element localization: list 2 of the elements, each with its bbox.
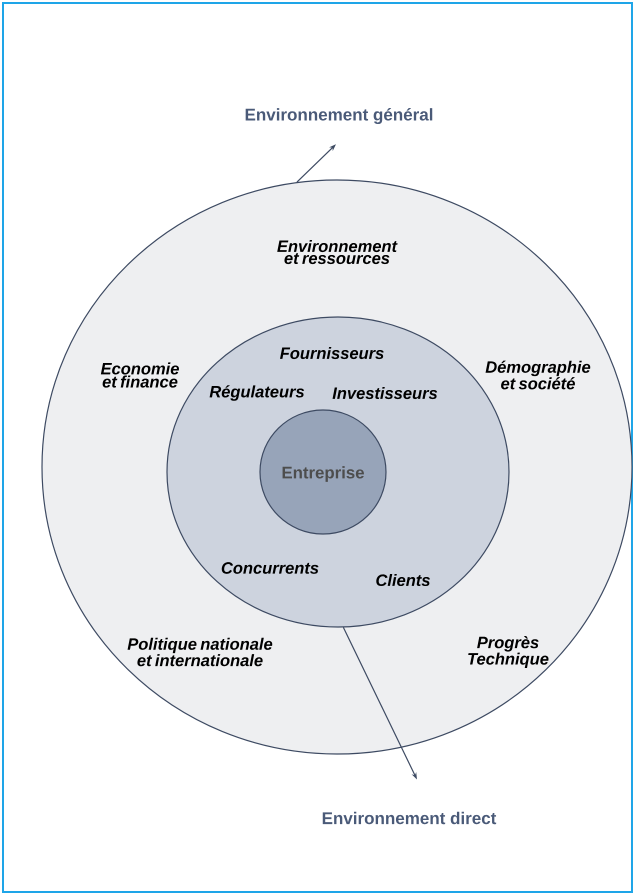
heading-label: Environnement direct (322, 812, 496, 824)
heading-label: Environnement général (246, 108, 432, 124)
